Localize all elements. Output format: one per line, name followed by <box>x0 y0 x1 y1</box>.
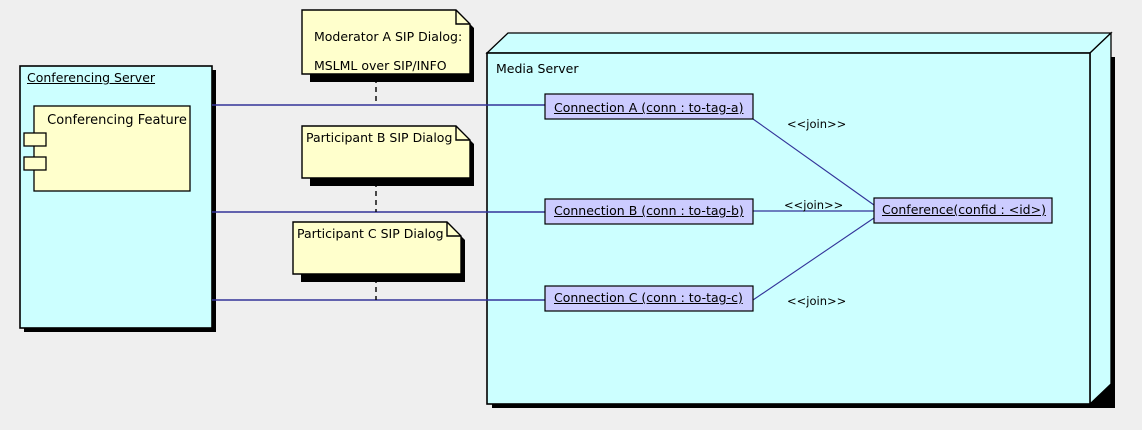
conferencing-feature-body <box>33 105 191 192</box>
note-b-fold-icon <box>455 126 470 141</box>
note-c-body <box>292 221 462 275</box>
media-server-title: Media Server <box>496 61 579 76</box>
connection-a-box[interactable] <box>544 93 754 120</box>
component-port-upper-icon <box>23 132 47 147</box>
component-port-lower-icon <box>23 156 47 171</box>
connection-b-label[interactable]: Connection B (conn : to-tag-b) <box>554 203 744 218</box>
media-server-top-face <box>485 32 1113 54</box>
conferencing-feature-label: Conferencing Feature <box>47 113 187 128</box>
note-participant-b[interactable] <box>301 125 474 186</box>
conferencing-server-title: Conferencing Server <box>27 70 156 85</box>
join-line-a[interactable] <box>752 118 875 206</box>
note-a-body <box>301 9 471 75</box>
connection-c-box[interactable] <box>544 285 754 312</box>
join-stereotype-c-label: <<join>> <box>787 294 847 308</box>
connection-a-label[interactable]: Connection A (conn : to-tag-a) <box>554 100 744 115</box>
connection-c-label[interactable]: Connection C (conn : to-tag-c) <box>554 290 743 305</box>
note-b-body <box>301 125 471 179</box>
conferencing-feature-component[interactable] <box>23 105 191 192</box>
join-association-lines <box>752 118 875 301</box>
note-a-line2: MSLML over SIP/INFO <box>313 58 447 74</box>
conference-box[interactable] <box>873 197 1053 224</box>
conference-label[interactable]: Conference(confid : <id>) <box>882 202 1046 217</box>
media-server-right-face <box>1089 31 1112 406</box>
note-participant-c[interactable] <box>292 221 465 282</box>
association-lines <box>212 104 545 301</box>
note-a-line1: Moderator A SIP Dialog: <box>313 28 463 44</box>
conference-rect <box>873 197 1053 224</box>
join-stereotype-b-label: <<join>> <box>784 198 844 212</box>
connection-a-rect <box>544 93 754 120</box>
connection-b-box[interactable] <box>544 198 754 225</box>
connection-b-rect <box>544 198 754 225</box>
note-c-fold-icon <box>446 222 461 237</box>
note-participant-b-text: Participant B SIP Dialog <box>306 130 453 145</box>
conferencing-server-body <box>19 65 213 329</box>
note-moderator-a[interactable] <box>301 9 474 82</box>
join-line-c[interactable] <box>752 217 875 301</box>
join-stereotype-a-label: <<join>> <box>787 117 847 131</box>
note-moderator-a-text: Moderator A SIP Dialog: MSLML over SIP/I… <box>306 15 462 74</box>
note-participant-c-text: Participant C SIP Dialog <box>297 226 444 241</box>
note-a-fold-icon <box>455 10 470 25</box>
connection-c-rect <box>544 285 754 312</box>
